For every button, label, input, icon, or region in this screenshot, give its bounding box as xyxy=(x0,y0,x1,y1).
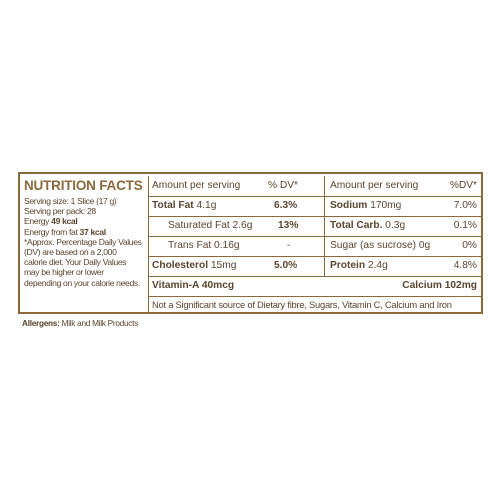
divider xyxy=(148,276,481,277)
divider xyxy=(148,216,481,217)
energy-line: Energy 49 kcal xyxy=(24,216,160,226)
divider xyxy=(148,196,481,197)
nutrient-value: 0.3g xyxy=(382,220,406,231)
divider xyxy=(324,176,325,276)
divider xyxy=(148,296,481,297)
dv-note-2: (DV) are based on a 2,000 xyxy=(24,247,117,258)
nutrient-name: Sodium xyxy=(330,200,368,211)
nutrient-name: Protein xyxy=(330,260,366,271)
divider xyxy=(148,176,149,312)
nutrient-name: Saturated Fat 2.6g xyxy=(168,220,253,231)
energy-fat-value: 37 kcal xyxy=(79,226,107,237)
nutrient-dv: 4.8% xyxy=(453,260,477,271)
nutrient-value: 170mg xyxy=(367,200,402,211)
nutrient-dv: 6.3% xyxy=(274,200,298,211)
servings-per-pack: Serving per pack: 28 xyxy=(24,206,96,217)
nutrient-dv: 0% xyxy=(462,240,477,251)
divider xyxy=(148,236,481,237)
energy-fat-label: Energy from fat xyxy=(24,226,80,237)
energy-fat-line: Energy from fat 37 kcal xyxy=(24,227,160,237)
allergens-label: Allergens: xyxy=(22,318,60,328)
allergens-value: Milk and Milk Products xyxy=(59,318,139,328)
nutrient-name: Total Carb. xyxy=(330,220,383,231)
nutrient-name: Total Fat xyxy=(152,200,194,211)
energy-label: Energy xyxy=(24,216,52,227)
nutrition-panel: NUTRITION FACTS Serving size: 1 Slice (1… xyxy=(18,172,483,314)
nutrient-dv: 13% xyxy=(278,220,299,231)
nutrient-name: Trans Fat 0.16g xyxy=(168,240,240,251)
allergens-line: Allergens: Milk and Milk Products xyxy=(22,318,138,328)
info-column: NUTRITION FACTS Serving size: 1 Slice (1… xyxy=(24,178,160,288)
nutrient-value: 2.4g xyxy=(365,260,388,271)
header-amount-left: Amount per serving xyxy=(152,180,241,191)
nutrient-value: 15mg xyxy=(208,260,237,271)
divider xyxy=(148,256,481,257)
header-dv-right: %DV* xyxy=(449,180,477,191)
nutrient-value: 4.1g xyxy=(193,200,217,211)
dv-note-4: may be higher or lower xyxy=(24,267,104,278)
energy-value: 49 kcal xyxy=(51,216,78,227)
serving-size: Serving size: 1 Slice (17 g) xyxy=(24,196,117,206)
header-dv-left: % DV* xyxy=(268,180,299,191)
dv-note-5: depending on your calorie needs. xyxy=(24,277,140,288)
nutrient-name: Cholesterol xyxy=(152,260,209,271)
vitamin-a: Vitamin-A 40mcg xyxy=(152,280,235,291)
panel-title: NUTRITION FACTS xyxy=(24,178,143,193)
nutrient-dv: 7.0% xyxy=(453,200,477,211)
header-amount-right: Amount per serving xyxy=(330,180,419,191)
dv-note-3: calorie diet. Your Daily Values xyxy=(24,257,127,268)
dv-note-1: *Approx. Percentage Daily Values xyxy=(24,236,142,247)
nutrient-dv: - xyxy=(287,240,291,251)
nutrient-dv: 0.1% xyxy=(453,220,477,231)
nutrient-table: Amount per serving % DV* Amount per serv… xyxy=(148,176,481,312)
nutrient-name: Sugar (as sucrose) 0g xyxy=(330,240,431,251)
nutrient-dv: 5.0% xyxy=(274,260,298,271)
footnote: Not a Significant source of Dietary fibr… xyxy=(152,299,452,310)
calcium: Calcium 102mg xyxy=(402,280,477,291)
